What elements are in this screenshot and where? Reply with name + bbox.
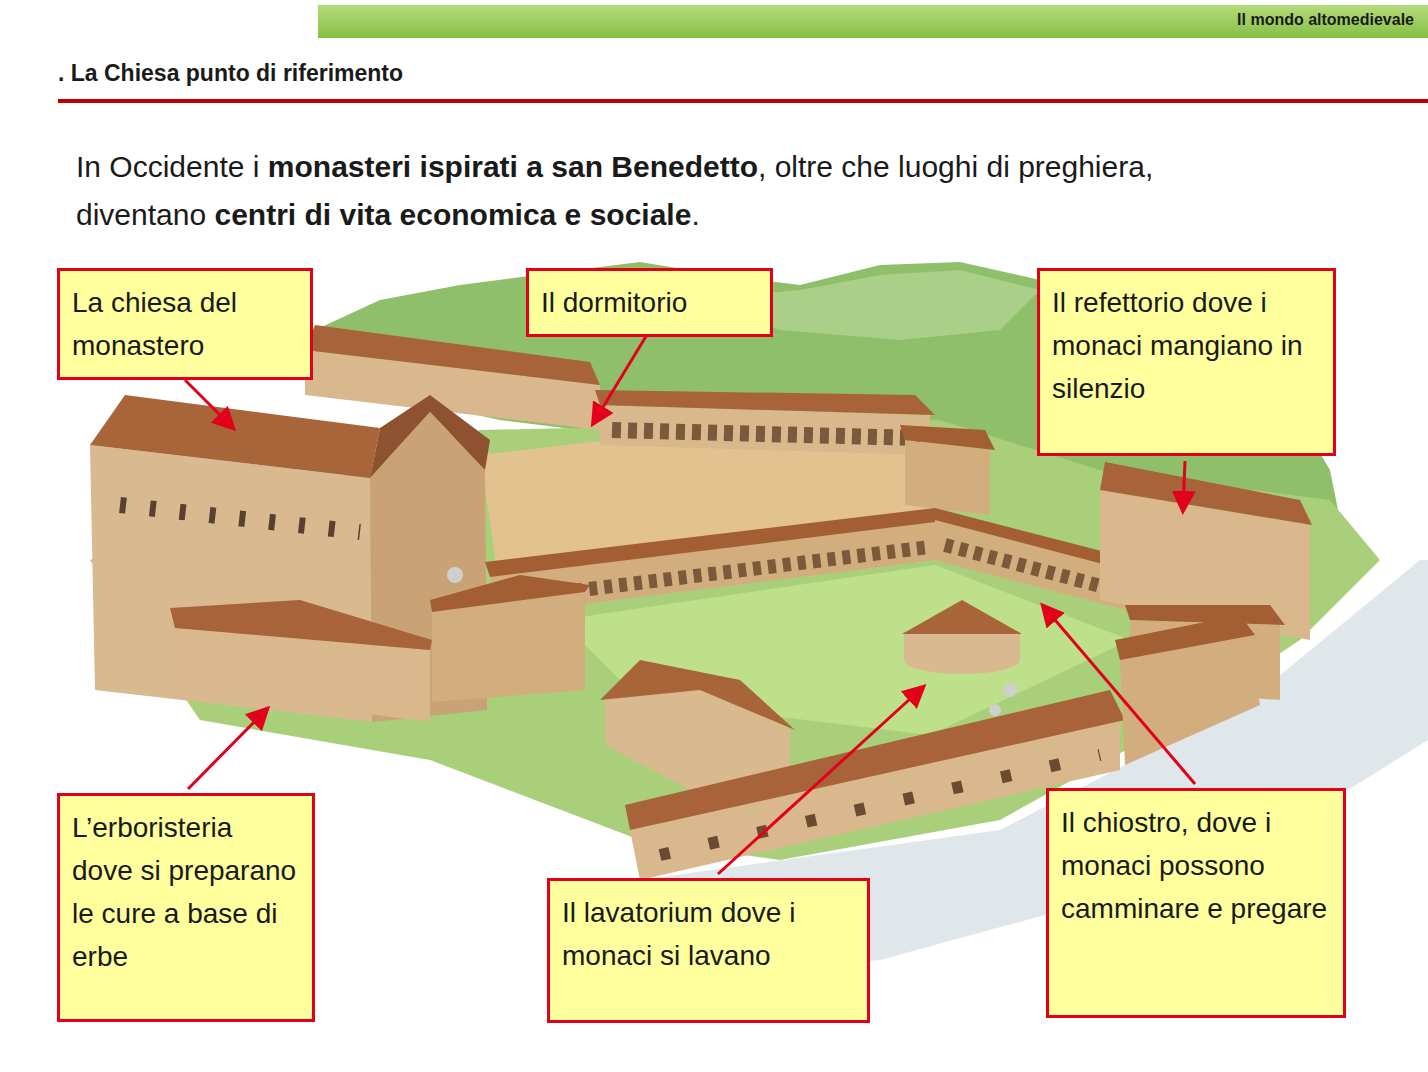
lavatorium-roof [902, 600, 1022, 634]
callout-text: Il chiostro, dove i monaci possono cammi… [1061, 801, 1331, 930]
smoke [447, 567, 463, 583]
callout-box: L’erboristeria dove si preparano le cure… [57, 793, 315, 1022]
section-label: Il mondo altomedievale [1237, 10, 1414, 30]
intro-segment: . [691, 198, 699, 231]
title-rule [58, 99, 1428, 103]
callout-text: Il dormitorio [541, 281, 758, 324]
callout-text: Il refettorio dove i monaci mangiano in … [1052, 281, 1321, 410]
lavatorium-base [904, 646, 1020, 674]
intro-text: In Occidente i monasteri ispirati a san B… [76, 143, 1276, 239]
church-roof [370, 395, 490, 478]
callout-box: La chiesa del monastero [57, 268, 313, 380]
leader-arrow [1044, 607, 1195, 784]
herb-house-roof [170, 600, 432, 650]
arcade [612, 430, 920, 438]
building-roof [900, 425, 995, 450]
callout-box: Il refettorio dove i monaci mangiano in … [1037, 268, 1336, 456]
smoke [989, 704, 1001, 716]
callout-text: Il lavatorium dove i monaci si lavano [562, 891, 855, 977]
callout-box: Il lavatorium dove i monaci si lavano [547, 878, 870, 1023]
slide-title: . La Chiesa punto di riferimento [58, 58, 403, 88]
leader-arrow [718, 688, 922, 874]
building-roof [600, 660, 795, 730]
intro-segment: In Occidente i [76, 150, 259, 183]
church-roof [90, 395, 380, 478]
intro-segment: monasteri ispirati a san Benedetto [268, 150, 758, 183]
callout-box: Il dormitorio [526, 268, 773, 337]
callout-box: Il chiostro, dove i monaci possono cammi… [1046, 788, 1346, 1018]
callout-text: La chiesa del monastero [72, 281, 298, 367]
leader-arrow [1183, 461, 1185, 509]
leader-arrow [188, 710, 266, 789]
leader-arrow [594, 333, 648, 422]
top-bar [318, 5, 1428, 38]
callout-text: L’erboristeria dove si preparano le cure… [72, 806, 300, 978]
building-roof [1115, 615, 1255, 660]
dormitory-roof [595, 390, 935, 415]
cloister-roof [485, 508, 935, 577]
church-windows [120, 505, 360, 532]
refectory-roof [1100, 462, 1312, 525]
leader-arrow [185, 380, 232, 427]
smoke [1003, 683, 1017, 697]
intro-segment: centri di vita economica e sociale [215, 198, 692, 231]
building-wall [905, 440, 990, 515]
